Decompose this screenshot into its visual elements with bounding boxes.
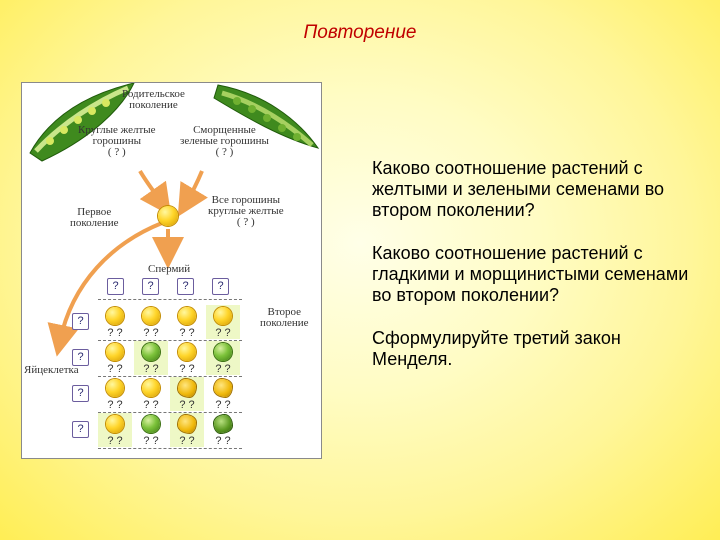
grid-cell-question: ? ? xyxy=(215,363,231,375)
yellow-round-pea xyxy=(178,307,196,325)
green-round-pea xyxy=(214,343,232,361)
mendel-dihybrid-figure: Родительское поколение Круглые желтые го… xyxy=(21,82,322,459)
egg-question-4: ? xyxy=(72,421,89,438)
grid-cell-question: ? ? xyxy=(179,435,195,447)
green-round-pea xyxy=(142,415,160,433)
yellow-round-pea xyxy=(178,343,196,361)
f1-pea xyxy=(158,206,178,226)
sperm-question-4: ? xyxy=(212,278,229,295)
grid-cell-question: ? ? xyxy=(143,327,159,339)
parent-right-label: Сморщенные зеленые горошины ( ? ) xyxy=(180,124,269,158)
yellow-round-pea xyxy=(142,307,160,325)
sperm-label: Спермий xyxy=(148,263,191,275)
slide-title: Повторение xyxy=(303,22,417,43)
arrow-f1-egg xyxy=(47,221,163,357)
pea-pod-left xyxy=(29,83,135,162)
egg-question-3: ? xyxy=(72,385,89,402)
row-divider xyxy=(98,340,242,341)
yellow-round-pea xyxy=(106,415,124,433)
yellow-wrinkled-pea xyxy=(178,415,196,433)
question-list: Каково соотношение растений с желтыми и … xyxy=(372,158,702,392)
question-3: Сформулируйте третий закон Менделя. xyxy=(372,328,621,369)
grid-cell-question: ? ? xyxy=(215,435,231,447)
divider xyxy=(98,299,242,300)
egg-label: Яйцеклетка xyxy=(24,364,79,376)
yellow-wrinkled-pea xyxy=(214,379,232,397)
grid-cell-question: ? ? xyxy=(107,399,123,411)
row-divider xyxy=(98,448,242,449)
grid-cell-question: ? ? xyxy=(179,363,195,375)
pea-pod-right xyxy=(213,84,320,149)
yellow-wrinkled-pea xyxy=(178,379,196,397)
arrow-parent-right xyxy=(177,170,208,217)
green-wrinkled-pea xyxy=(214,415,232,433)
green-round-pea xyxy=(142,343,160,361)
question-2: Каково соотношение растений с гладкими и… xyxy=(372,243,689,305)
first-generation-desc: Все горошины круглые желтые ( ? ) xyxy=(208,194,284,228)
row-divider xyxy=(98,412,242,413)
yellow-round-pea xyxy=(106,379,124,397)
egg-question-2: ? xyxy=(72,349,89,366)
grid-cell-question: ? ? xyxy=(107,435,123,447)
yellow-round-pea xyxy=(214,307,232,325)
yellow-round-pea xyxy=(106,307,124,325)
second-generation-label: Второе поколение xyxy=(260,306,309,329)
grid-cell-question: ? ? xyxy=(143,435,159,447)
arrow-parent-left xyxy=(138,169,172,217)
row-divider xyxy=(98,376,242,377)
parent-left-label: Круглые желтые горошины ( ? ) xyxy=(78,124,156,158)
grid-cell-question: ? ? xyxy=(107,363,123,375)
grid-cell-question: ? ? xyxy=(143,399,159,411)
sperm-question-2: ? xyxy=(142,278,159,295)
grid-cell-question: ? ? xyxy=(179,399,195,411)
figure-graphics xyxy=(29,83,320,357)
grid-cell-question: ? ? xyxy=(215,399,231,411)
yellow-round-pea xyxy=(142,379,160,397)
grid-cell-question: ? ? xyxy=(107,327,123,339)
sperm-question-3: ? xyxy=(177,278,194,295)
egg-question-1: ? xyxy=(72,313,89,330)
yellow-round-pea xyxy=(106,343,124,361)
sperm-question-1: ? xyxy=(107,278,124,295)
parent-generation-label: Родительское поколение xyxy=(122,88,185,111)
grid-cell-question: ? ? xyxy=(179,327,195,339)
question-1: Каково соотношение растений с желтыми и … xyxy=(372,158,665,220)
grid-cell-question: ? ? xyxy=(143,363,159,375)
first-generation-label: Первое поколение xyxy=(70,206,119,229)
grid-cell-question: ? ? xyxy=(215,327,231,339)
